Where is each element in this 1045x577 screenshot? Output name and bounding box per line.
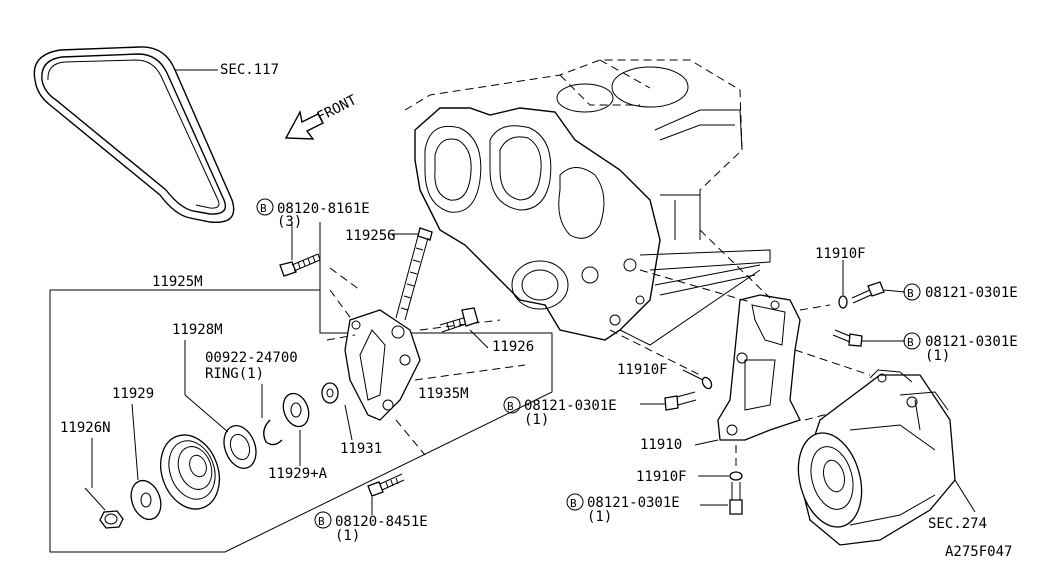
label-08121-0301e-c: 08121-0301E	[524, 398, 617, 414]
front-arrow-icon	[284, 109, 324, 140]
bolt-08121-0301e-c	[664, 391, 697, 411]
label-front: FRONT	[315, 92, 360, 126]
label-08121-0301e-d-qty: (1)	[587, 509, 612, 525]
label-11910: 11910	[640, 437, 682, 453]
bolt-08120-8161e	[279, 253, 321, 277]
bolt-08121-0301e-d	[729, 482, 743, 515]
label-sec117: SEC.117	[220, 62, 279, 78]
bolt-marker-b-icon	[256, 198, 274, 216]
nut-11926n	[99, 510, 124, 529]
label-08121-0301e-a: 08121-0301E	[925, 285, 1018, 301]
washer-11910f-mid	[701, 376, 713, 390]
label-11929: 11929	[112, 386, 154, 402]
washer-11929a	[282, 392, 310, 428]
bolt-marker-b-icon-5	[503, 396, 521, 414]
label-11925m: 11925M	[152, 274, 203, 290]
ac-compressor	[797, 369, 956, 546]
label-08121-0301e-c-qty: (1)	[524, 412, 549, 428]
label-08121-0301e-b-qty: (1)	[925, 348, 950, 364]
label-11926n: 11926N	[60, 420, 111, 436]
label-08120-8451e-qty: (1)	[335, 528, 360, 544]
group-outline-11925m	[49, 222, 553, 553]
washer-11929	[130, 479, 162, 521]
svg-text:B: B	[570, 497, 577, 510]
adjusting-bolt-11925g	[395, 227, 433, 321]
label-11910f-mid: 11910F	[617, 362, 668, 378]
label-sec274: SEC.274	[928, 516, 987, 532]
bolt-marker-b-icon-3	[903, 283, 921, 301]
washer-11910f-top	[838, 295, 848, 309]
washer-11910f-bot	[729, 471, 743, 481]
drive-belt	[33, 46, 235, 224]
label-08121-0301e-b: 08121-0301E	[925, 334, 1018, 350]
label-11910f-top: 11910F	[815, 246, 866, 262]
svg-text:B: B	[318, 515, 325, 528]
ring-clip	[263, 419, 283, 446]
bolt-marker-b-icon-2	[314, 511, 332, 529]
label-11926: 11926	[492, 339, 534, 355]
bolt-marker-b-icon-6	[566, 493, 584, 511]
label-08120-8161e-qty: (3)	[277, 214, 302, 230]
label-08120-8451e: 08120-8451E	[335, 514, 428, 530]
bearing-00922-24700	[223, 425, 257, 469]
bolt-08121-0301e-a	[851, 281, 885, 304]
bolt-11926	[439, 307, 479, 333]
spacer-11931	[321, 382, 339, 404]
bracket-11910	[717, 294, 801, 441]
pulley-11928m	[160, 434, 220, 510]
label-11910f-bot: 11910F	[636, 469, 687, 485]
svg-text:B: B	[907, 336, 914, 349]
label-11931: 11931	[340, 441, 382, 457]
figure-code: A275F047	[945, 544, 1012, 560]
svg-text:B: B	[907, 287, 914, 300]
label-11928m: 11928M	[172, 322, 223, 338]
label-08121-0301e-d: 08121-0301E	[587, 495, 680, 511]
label-11935m: 11935M	[418, 386, 469, 402]
label-11929a: 11929+A	[268, 466, 328, 482]
bolt-08120-8451e	[367, 473, 405, 497]
label-08120-8161e: 08120-8161E	[277, 201, 370, 217]
bolt-marker-b-letter: B	[260, 202, 267, 215]
engine-block	[404, 59, 771, 346]
bracket-11935m	[344, 309, 421, 421]
label-ring: RING(1)	[205, 366, 264, 382]
label-11925g: 11925G	[345, 228, 396, 244]
label-00922-24700: 00922-24700	[205, 350, 298, 366]
svg-text:B: B	[507, 400, 514, 413]
bolt-marker-b-icon-4	[903, 332, 921, 350]
bolt-08121-0301e-b	[832, 329, 863, 347]
